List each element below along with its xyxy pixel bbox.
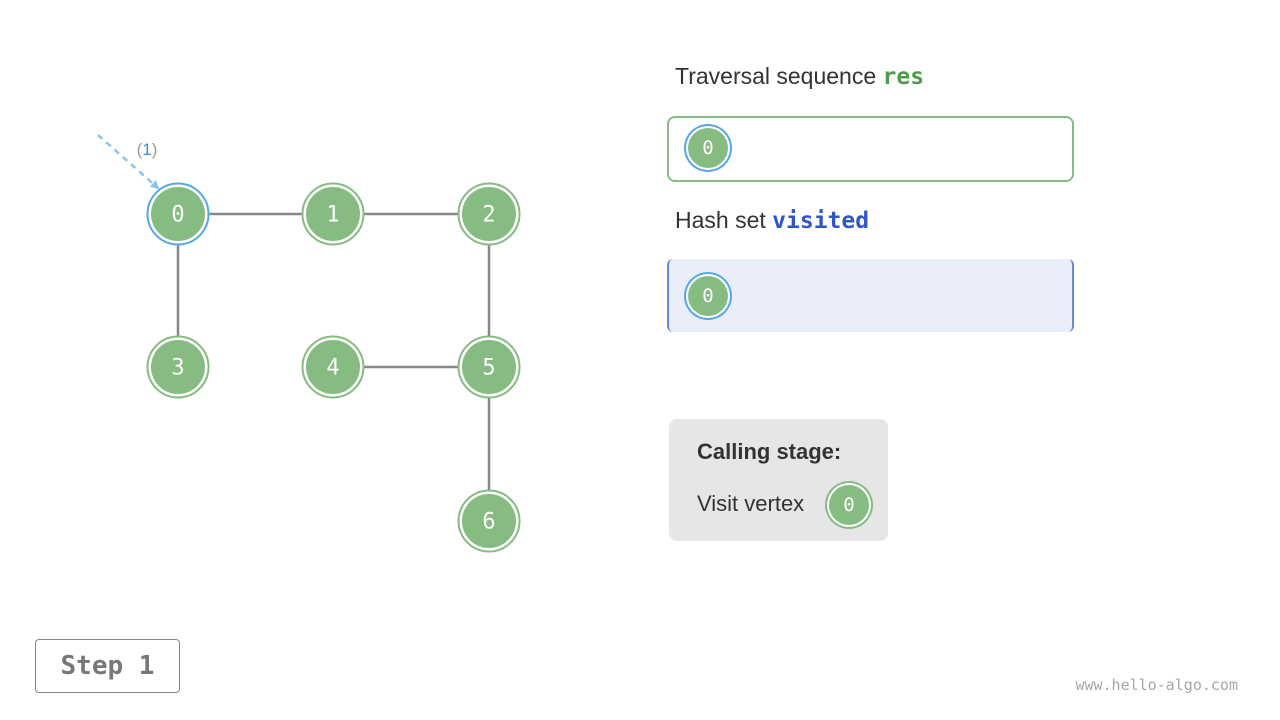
step-number-close: )	[152, 140, 158, 159]
res-sequence-box: 0	[667, 116, 1074, 182]
vertex-label: 5	[482, 356, 495, 381]
vertex-4: 4	[301, 335, 365, 399]
step-number-value: 1	[142, 140, 151, 159]
visited-item-node: 0	[688, 276, 728, 316]
calling-vertex-label: 0	[843, 494, 855, 516]
vertex-fill	[462, 340, 516, 394]
visited-set-box: 0	[667, 259, 1074, 332]
visited-title-code: visited	[772, 208, 870, 234]
res-item-label: 0	[702, 137, 714, 159]
graph-canvas: (1) 0 1 2 3 4 5 6	[97, 134, 521, 553]
res-item-node: 0	[688, 128, 728, 168]
vertex-6: 6	[457, 489, 521, 553]
vertex-label: 0	[171, 203, 184, 228]
visited-title-text: Hash set	[675, 207, 773, 233]
step-number-open: (	[137, 140, 143, 159]
visited-title: Hash set visited	[675, 207, 869, 234]
vertex-0: 0	[146, 182, 210, 246]
res-title: Traversal sequence res	[675, 63, 924, 90]
res-title-code: res	[882, 64, 925, 90]
vertex-fill	[151, 187, 205, 241]
vertex-fill	[151, 340, 205, 394]
vertex-5: 5	[457, 335, 521, 399]
vertex-label: 3	[171, 356, 184, 381]
vertex-3: 3	[146, 335, 210, 399]
vertex-2: 2	[457, 182, 521, 246]
graph-nodes: 0 1 2 3 4 5 6	[146, 182, 521, 553]
vertex-fill	[306, 340, 360, 394]
vertex-1: 1	[301, 182, 365, 246]
vertex-fill	[306, 187, 360, 241]
vertex-label: 2	[482, 203, 495, 228]
step-button[interactable]: Step 1	[35, 639, 180, 693]
calling-stage-box: Calling stage: Visit vertex 0	[669, 419, 888, 541]
watermark: www.hello-algo.com	[1075, 676, 1238, 694]
vertex-label: 6	[482, 510, 495, 535]
step-button-label: Step 1	[60, 651, 155, 681]
vertex-label: 1	[326, 203, 339, 228]
step-arrow	[97, 134, 160, 190]
visited-item-label: 0	[702, 285, 714, 307]
vertex-fill	[462, 494, 516, 548]
calling-vertex-node: 0	[829, 485, 869, 525]
res-title-text: Traversal sequence	[675, 63, 883, 89]
step-number-label: (1)	[137, 140, 158, 159]
step-marker: (1)	[97, 134, 160, 190]
calling-stage-title: Calling stage:	[697, 439, 842, 464]
vertex-fill	[462, 187, 516, 241]
vertex-label: 4	[326, 356, 339, 381]
calling-stage-text: Visit vertex	[697, 491, 805, 516]
